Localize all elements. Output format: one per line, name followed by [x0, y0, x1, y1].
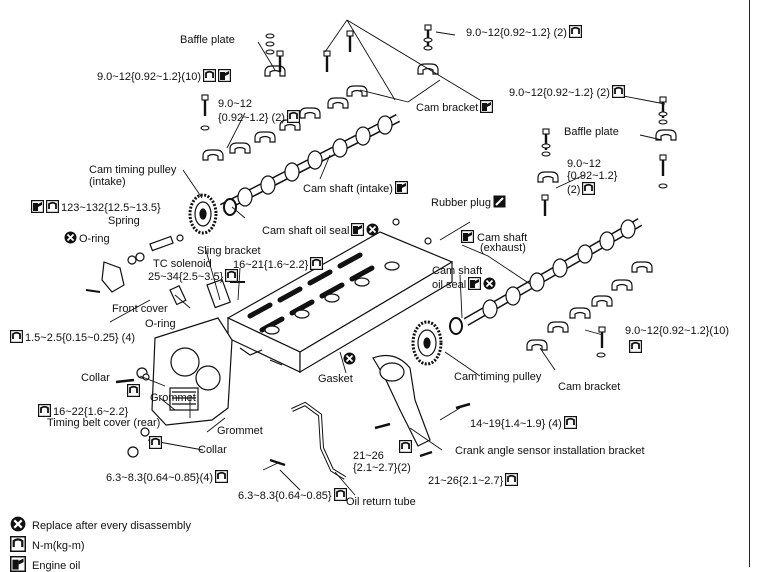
- engine-oil-icon: [9, 555, 27, 572]
- label-torque-right-mid-b: {0.92~1.2}: [567, 170, 618, 182]
- label-torque-tc: 25~34{2.5~3.5}: [148, 269, 239, 283]
- label-crank-angle: Crank angle sensor installation bracket: [455, 445, 645, 457]
- torque-icon: [215, 470, 229, 483]
- engine-oil-icon: [394, 181, 408, 194]
- torque-icon: [399, 440, 412, 453]
- replace-icon: [64, 231, 77, 244]
- label-collar-2: Collar: [198, 444, 227, 456]
- label-timing-belt-cover: Timing belt cover (rear): [47, 417, 161, 429]
- label-torque-bottom-right: 9.0~12{0.92~1.2}(10): [625, 325, 729, 337]
- label-torque-right-top: 9.0~12{0.92~1.2} (2): [509, 85, 625, 99]
- small-parts: [85, 218, 471, 467]
- label-cam-bracket-top: Cam bracket: [416, 100, 494, 114]
- torque-icon: [46, 200, 59, 213]
- label-o-ring-2: O-ring: [145, 318, 176, 330]
- label-torque-right-mid-a: 9.0~12: [567, 158, 601, 170]
- replace-icon: [343, 352, 356, 365]
- label-torque-16-22: 16~22{1.6~2.2}: [38, 404, 128, 418]
- label-torque-left-mid-b: {0.92~1.2} (2): [218, 110, 300, 124]
- label-collar-1: Collar: [81, 372, 110, 384]
- label-torque-left-mid-a: 9.0~12: [218, 98, 252, 110]
- label-torque-pulley: 123~132{12.5~13.5}: [31, 200, 161, 214]
- torque-icon: [505, 473, 519, 486]
- label-baffle-plate: Baffle plate: [180, 34, 235, 46]
- torque-icon: [629, 340, 642, 353]
- label-torque-6-3-b: 6.3~8.3{0.64~0.85}: [238, 488, 347, 502]
- label-cam-shaft-exhaust-b: (exhaust): [480, 242, 526, 254]
- torque-icon: [310, 257, 324, 270]
- label-tc-solenoid: TC solenoid: [153, 258, 212, 270]
- cylinder-head: [226, 231, 454, 374]
- label-torque-21-26a: 21~26: [353, 450, 384, 462]
- label-cam-shaft-oil-seal-2b: oil seal: [432, 277, 497, 291]
- label-cam-shaft-intake: Cam shaft (intake): [303, 181, 408, 195]
- torque-icon: [202, 69, 216, 82]
- engine-oil-icon: [480, 100, 494, 113]
- camshaft-intake: [219, 113, 401, 213]
- label-cam-shaft-exhaust: Cam shaft: [461, 230, 527, 244]
- torque-icon: [225, 269, 239, 282]
- label-sling-bracket: Sling bracket: [197, 245, 261, 257]
- engine-oil-icon: [461, 230, 474, 243]
- leader-lines: [109, 19, 666, 496]
- torque-icon: [10, 330, 23, 343]
- cam-timing-pulley-exhaust: [411, 320, 443, 366]
- torque-icon: [333, 488, 347, 501]
- timing-belt-cover-rear: [151, 317, 233, 426]
- replace-icon: [366, 223, 380, 236]
- torque-icon: [38, 404, 51, 417]
- label-torque-left-top: 9.0~12{0.92~1.2}(10): [97, 69, 231, 83]
- label-torque-front: 1.5~2.5{0.15~0.25} (4): [10, 330, 135, 344]
- label-cam-timing-pulley-intake-b: (intake): [89, 176, 126, 188]
- label-torque-sling: 16~21{1.6~2.2}: [233, 257, 324, 271]
- label-torque-21-26c: 21~26{2.1~2.7}: [428, 473, 519, 487]
- torque-icon: [149, 436, 162, 449]
- legend-torque: N-m(kg-m): [9, 535, 85, 553]
- torque-icon: [127, 384, 140, 397]
- label-torque-top-right: 9.0~12{0.92~1.2} (2): [466, 25, 582, 39]
- torque-icon: [568, 25, 582, 38]
- replace-icon: [9, 515, 27, 533]
- label-torque-6-3-a: 6.3~8.3{0.64~0.85}(4): [106, 470, 229, 484]
- torque-icon: [563, 416, 577, 429]
- label-torque-21-26b: {2.1~2.7}(2): [353, 462, 411, 474]
- label-cam-timing-pulley-intake: Cam timing pulley: [89, 164, 177, 176]
- torque-icon: [9, 535, 27, 553]
- sealant-icon: [492, 195, 506, 208]
- replace-icon: [483, 277, 497, 290]
- camshaft-exhaust: [463, 218, 643, 326]
- legend-engine-oil: Engine oil: [9, 555, 80, 572]
- frame-border: [749, 0, 750, 567]
- label-cam-bracket-bottom: Cam bracket: [558, 381, 621, 393]
- label-cam-timing-pulley: Cam timing pulley: [454, 371, 542, 383]
- label-cam-shaft-oil-seal-2: Cam shaft: [432, 265, 483, 277]
- engine-oil-icon: [217, 69, 231, 82]
- torque-icon: [611, 85, 625, 98]
- crank-angle-bracket: [372, 355, 431, 447]
- label-grommet-1: Grommet: [150, 392, 196, 404]
- label-oil-return-tube: Oil return tube: [346, 496, 416, 508]
- label-spring: Spring: [108, 215, 140, 227]
- label-torque-right-mid-c: (2): [567, 182, 596, 196]
- legend-replace: Replace after every disassembly: [9, 515, 191, 533]
- engine-oil-icon: [31, 200, 44, 213]
- label-rubber-plug: Rubber plug: [431, 195, 506, 209]
- engine-oil-icon: [351, 223, 365, 236]
- torque-icon: [582, 182, 596, 195]
- label-torque-14-19: 14~19{1.4~1.9} (4): [470, 416, 577, 430]
- torque-icon: [286, 110, 300, 123]
- label-front-cover: Front cover: [112, 303, 168, 315]
- cam-timing-pulley-intake: [188, 193, 218, 235]
- label-cam-shaft-oil-seal: Cam shaft oil seal: [262, 223, 380, 237]
- label-baffle-plate-2: Baffle plate: [564, 126, 619, 138]
- label-o-ring-1: O-ring: [64, 231, 110, 245]
- engine-oil-icon: [468, 277, 482, 290]
- label-gasket: Gasket: [318, 373, 353, 385]
- label-grommet-2: Grommet: [217, 425, 263, 437]
